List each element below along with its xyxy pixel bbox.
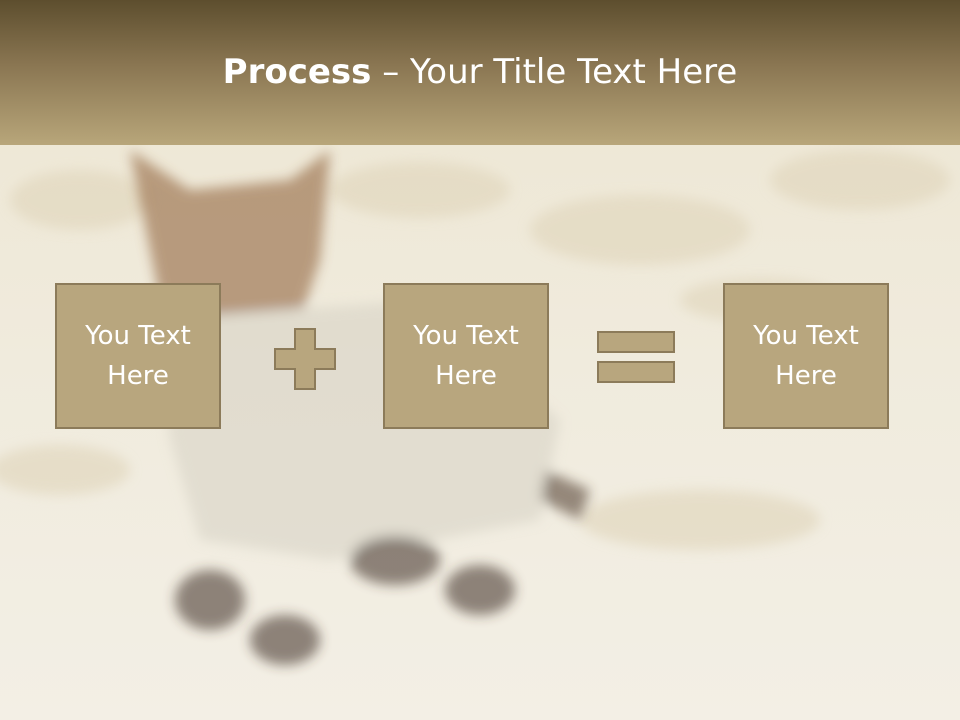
process-box-1-label: You Text Here — [85, 321, 191, 391]
slide-title: Process – Your Title Text Here — [0, 52, 960, 92]
process-box-3-label: You Text Here — [753, 321, 859, 391]
process-box-2: You Text Here — [383, 283, 549, 429]
title-bold: Process — [222, 52, 372, 92]
plus-icon — [273, 327, 337, 391]
equals-icon — [597, 330, 677, 384]
process-box-1: You Text Here — [55, 283, 221, 429]
title-rest: Your Title Text Here — [410, 52, 738, 92]
process-box-2-label: You Text Here — [413, 321, 519, 391]
title-separator: – — [371, 52, 411, 92]
process-box-3: You Text Here — [723, 283, 889, 429]
header-band: Process – Your Title Text Here — [0, 0, 960, 145]
